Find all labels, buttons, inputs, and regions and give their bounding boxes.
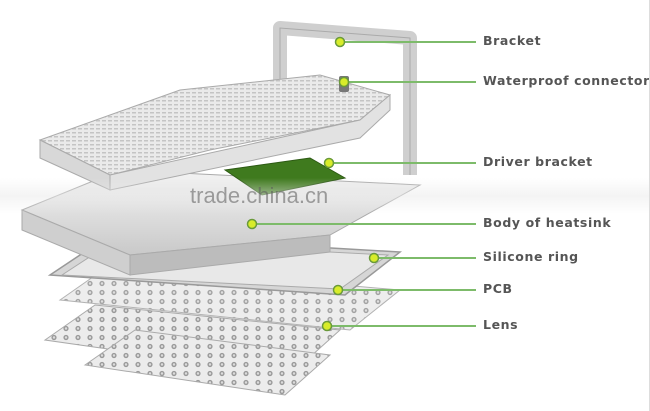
callout-label-lens: Lens (483, 317, 519, 332)
callout-label-bracket: Bracket (483, 33, 542, 48)
callout-dot-silicone-ring (368, 252, 380, 264)
callout-dot-bracket (334, 36, 346, 48)
callout-label-silicone-ring: Silicone ring (483, 249, 579, 264)
watermark-band (0, 178, 649, 214)
watermark: trade.china.cn (190, 183, 329, 208)
callout-label-driver-bracket: Driver bracket (483, 154, 593, 169)
callout-label-body-of-heatsink: Body of heatsink (483, 215, 612, 230)
top-cover (38, 74, 392, 191)
callout-dot-lens (321, 320, 333, 332)
callout-dot-driver-bracket (323, 157, 335, 169)
lens-layer (43, 304, 342, 396)
callout-label-waterproof-connector: Waterproof connector (483, 73, 650, 88)
callout-dot-waterproof-connector (338, 76, 350, 88)
callout-dot-pcb (332, 284, 344, 296)
callout-label-pcb: PCB (483, 281, 513, 296)
bracket (273, 21, 417, 175)
callout-dot-body-of-heatsink (246, 218, 258, 230)
